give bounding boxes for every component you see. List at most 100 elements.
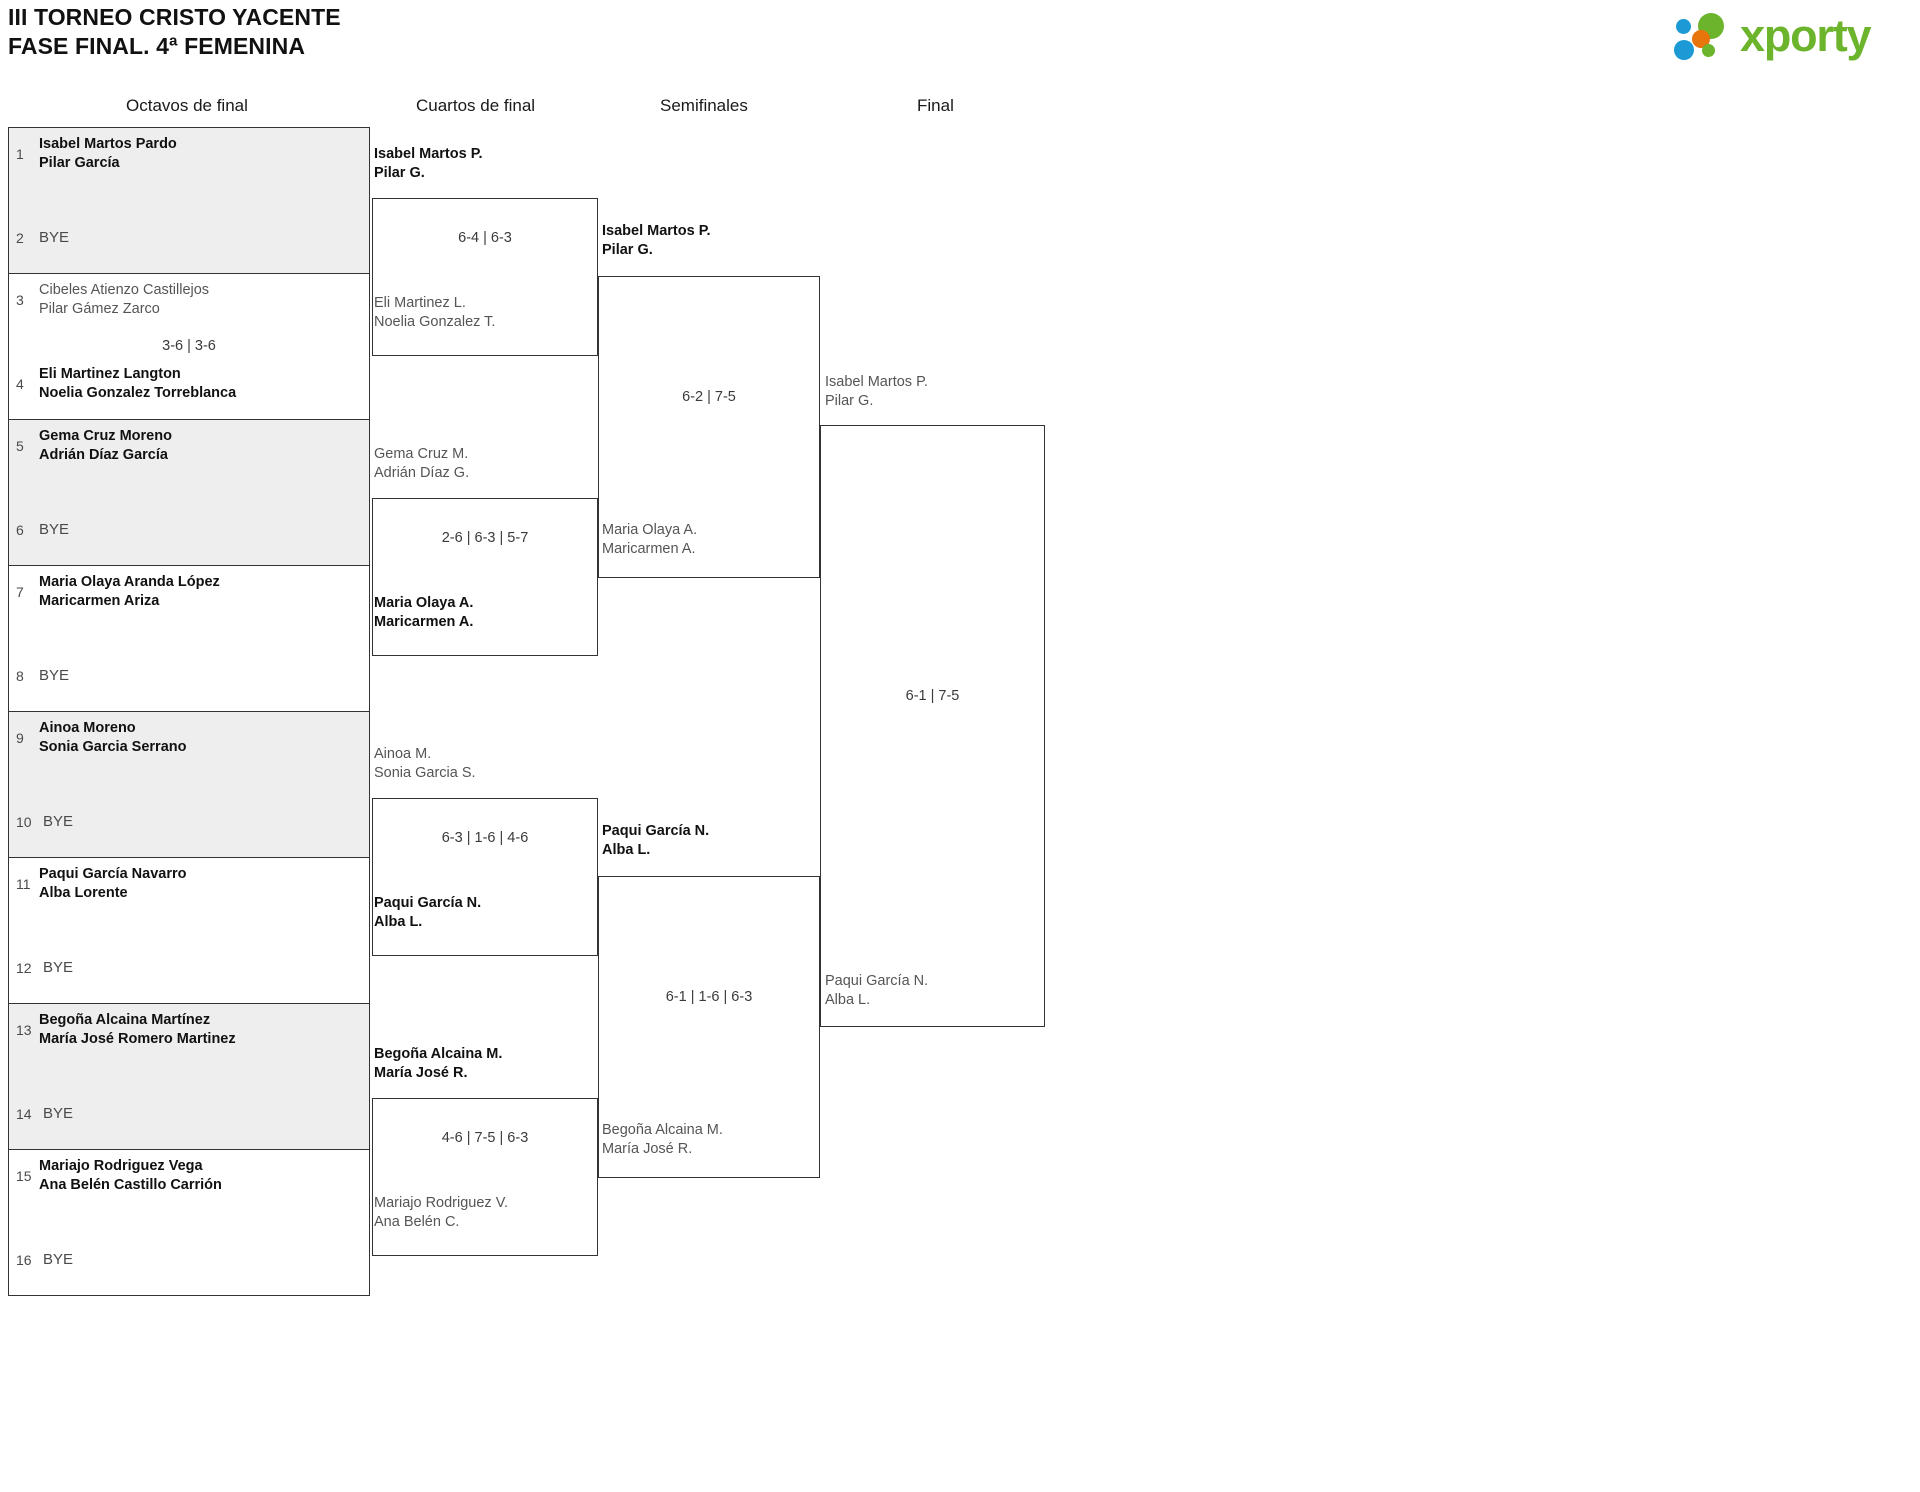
player-pair: Paqui García Navarro Alba Lorente xyxy=(39,862,363,906)
player-pair: Eli Martinez Langton Noelia Gonzalez Tor… xyxy=(39,362,363,406)
seed-number: 4 xyxy=(16,376,24,392)
r1-match-5[interactable]: 9 Ainoa Moreno Sonia Garcia Serrano 10 B… xyxy=(8,711,370,857)
player-name-1: Eli Martinez Langton xyxy=(39,366,181,382)
bye-label: BYE xyxy=(43,813,74,830)
player-name-2: Ana Belén Castillo Carrión xyxy=(39,1177,222,1193)
sf-2-box[interactable]: 6-1 | 1-6 | 6-3 xyxy=(598,876,820,1178)
player-name-1: Isabel Martos P. xyxy=(825,374,928,390)
round-header-final: Final xyxy=(917,96,954,115)
r1-slot-seed-3[interactable]: 3 Cibeles Atienzo Castillejos Pilar Gáme… xyxy=(9,278,369,322)
qf-1-bottom-players: Eli Martinez L. Noelia Gonzalez T. xyxy=(374,294,495,332)
seed-number: 7 xyxy=(16,584,24,600)
player-name-1: Gema Cruz M. xyxy=(374,446,469,462)
player-name-2: Pilar García xyxy=(39,155,120,171)
player-name-1: Gema Cruz Moreno xyxy=(39,428,172,444)
r1-slot-seed-4[interactable]: 4 Eli Martinez Langton Noelia Gonzalez T… xyxy=(9,362,369,406)
player-pair: Begoña Alcaina Martínez María José Romer… xyxy=(39,1008,363,1052)
seed-number: 5 xyxy=(16,438,24,454)
xporty-dots-icon xyxy=(1674,13,1742,60)
player-name-1: Mariajo Rodriguez Vega xyxy=(39,1158,203,1174)
qf-1-box[interactable]: 6-4 | 6-3 xyxy=(372,198,598,356)
r1-match-4[interactable]: 7 Maria Olaya Aranda López Maricarmen Ar… xyxy=(8,565,370,711)
seed-number: 9 xyxy=(16,730,24,746)
r1-slot-seed-9[interactable]: 9 Ainoa Moreno Sonia Garcia Serrano xyxy=(9,716,369,760)
r1-slot-seed-12[interactable]: 12 BYE xyxy=(9,946,369,990)
bye-label: BYE xyxy=(43,959,74,976)
r1-slot-seed-7[interactable]: 7 Maria Olaya Aranda López Maricarmen Ar… xyxy=(9,570,369,614)
xporty-wordmark: xporty xyxy=(1740,10,1872,61)
r1-slot-seed-11[interactable]: 11 Paqui García Navarro Alba Lorente xyxy=(9,862,369,906)
sf-1-box[interactable]: 6-2 | 7-5 xyxy=(598,276,820,578)
qf-3-box[interactable]: 6-3 | 1-6 | 4-6 xyxy=(372,798,598,956)
r1-slot-seed-16[interactable]: 16 BYE xyxy=(9,1238,369,1282)
player-name-2: Alba Lorente xyxy=(39,885,128,901)
seed-number: 10 xyxy=(16,814,32,830)
player-name-1: Isabel Martos P. xyxy=(374,146,483,162)
player-pair: Maria Olaya Aranda López Maricarmen Ariz… xyxy=(39,570,363,614)
seed-number: 12 xyxy=(16,960,32,976)
r1-slot-seed-8[interactable]: 8 BYE xyxy=(9,654,369,698)
seed-number: 13 xyxy=(16,1022,32,1038)
player-name-2: Alba L. xyxy=(374,914,423,930)
player-name-1: Paqui García N. xyxy=(825,973,929,989)
r1-match-1[interactable]: 1 Isabel Martos Pardo Pilar García 2 BYE xyxy=(8,127,370,273)
player-name-2: María José R. xyxy=(374,1065,468,1081)
r1-match-3[interactable]: 5 Gema Cruz Moreno Adrián Díaz García 6 … xyxy=(8,419,370,565)
qf-4-box[interactable]: 4-6 | 7-5 | 6-3 xyxy=(372,1098,598,1256)
qf-2-score: 2-6 | 6-3 | 5-7 xyxy=(441,530,529,546)
player-pair: Cibeles Atienzo Castillejos Pilar Gámez … xyxy=(39,278,363,322)
final-box[interactable]: 6-1 | 7-5 xyxy=(820,425,1045,1027)
player-name-2: Maricarmen A. xyxy=(602,541,696,557)
round-header-semifinales: Semifinales xyxy=(660,96,748,115)
qf-2-top-players: Gema Cruz M. Adrián Díaz G. xyxy=(374,445,469,483)
qf-2-bottom-players: Maria Olaya A. Maricarmen A. xyxy=(374,594,473,632)
player-name-1: Maria Olaya A. xyxy=(602,522,698,538)
r1-match-8[interactable]: 15 Mariajo Rodriguez Vega Ana Belén Cast… xyxy=(8,1149,370,1296)
r1-match-6[interactable]: 11 Paqui García Navarro Alba Lorente 12 … xyxy=(8,857,370,1003)
logo-dot-orange xyxy=(1692,30,1710,48)
r1-slot-seed-1[interactable]: 1 Isabel Martos Pardo Pilar García xyxy=(9,132,369,176)
r1-slot-seed-15[interactable]: 15 Mariajo Rodriguez Vega Ana Belén Cast… xyxy=(9,1154,369,1198)
seed-number: 14 xyxy=(16,1106,32,1122)
player-name-2: Sonia Garcia Serrano xyxy=(39,739,187,755)
seed-number: 16 xyxy=(16,1252,32,1268)
player-name-2: María José Romero Martinez xyxy=(39,1031,236,1047)
qf-2-box[interactable]: 2-6 | 6-3 | 5-7 xyxy=(372,498,598,656)
player-name-1: Isabel Martos P. xyxy=(602,223,711,239)
r1-match-2[interactable]: 3 Cibeles Atienzo Castillejos Pilar Gáme… xyxy=(8,273,370,419)
player-name-1: Ainoa M. xyxy=(374,746,432,762)
qf-1-score: 6-4 | 6-3 xyxy=(458,230,512,246)
player-pair: Ainoa Moreno Sonia Garcia Serrano xyxy=(39,716,363,760)
logo-dot-blue-top xyxy=(1676,19,1691,34)
r1-slot-seed-13[interactable]: 13 Begoña Alcaina Martínez María José Ro… xyxy=(9,1008,369,1052)
player-name-2: Sonia Garcia S. xyxy=(374,765,476,781)
player-name-1: Paqui García Navarro xyxy=(39,866,187,882)
seed-number: 6 xyxy=(16,522,24,538)
player-name-1: Begoña Alcaina Martínez xyxy=(39,1012,211,1028)
player-name-1: Isabel Martos Pardo xyxy=(39,136,177,152)
player-name-1: Cibeles Atienzo Castillejos xyxy=(39,282,210,298)
r1-slot-seed-10[interactable]: 10 BYE xyxy=(9,800,369,844)
player-name-2: Pilar G. xyxy=(602,242,653,258)
r1-slot-seed-6[interactable]: 6 BYE xyxy=(9,508,369,552)
sf-1-bottom-players: Maria Olaya A. Maricarmen A. xyxy=(602,521,697,559)
r1-slot-seed-2[interactable]: 2 BYE xyxy=(9,216,369,260)
bye-label: BYE xyxy=(39,229,70,246)
player-pair: Isabel Martos Pardo Pilar García xyxy=(39,132,363,176)
r1-slot-seed-14[interactable]: 14 BYE xyxy=(9,1092,369,1136)
player-name-1: Mariajo Rodriguez V. xyxy=(374,1195,509,1211)
r1-match-7[interactable]: 13 Begoña Alcaina Martínez María José Ro… xyxy=(8,1003,370,1149)
player-name-1: Maria Olaya Aranda López xyxy=(39,574,220,590)
qf-4-bottom-players: Mariajo Rodriguez V. Ana Belén C. xyxy=(374,1194,508,1232)
sf-2-bottom-players: Begoña Alcaina M. María José R. xyxy=(602,1121,723,1159)
sf-2-top-players: Paqui García N. Alba L. xyxy=(602,822,709,860)
r1-slot-seed-5[interactable]: 5 Gema Cruz Moreno Adrián Díaz García xyxy=(9,424,369,468)
seed-number: 1 xyxy=(16,146,24,162)
xporty-logo[interactable]: xporty xyxy=(1674,10,1906,62)
qf-4-top-players: Begoña Alcaina M. María José R. xyxy=(374,1045,502,1083)
bye-label: BYE xyxy=(43,1251,74,1268)
player-name-1: Paqui García N. xyxy=(374,895,482,911)
qf-3-bottom-players: Paqui García N. Alba L. xyxy=(374,894,481,932)
logo-dot-blue-bottom xyxy=(1674,40,1694,60)
